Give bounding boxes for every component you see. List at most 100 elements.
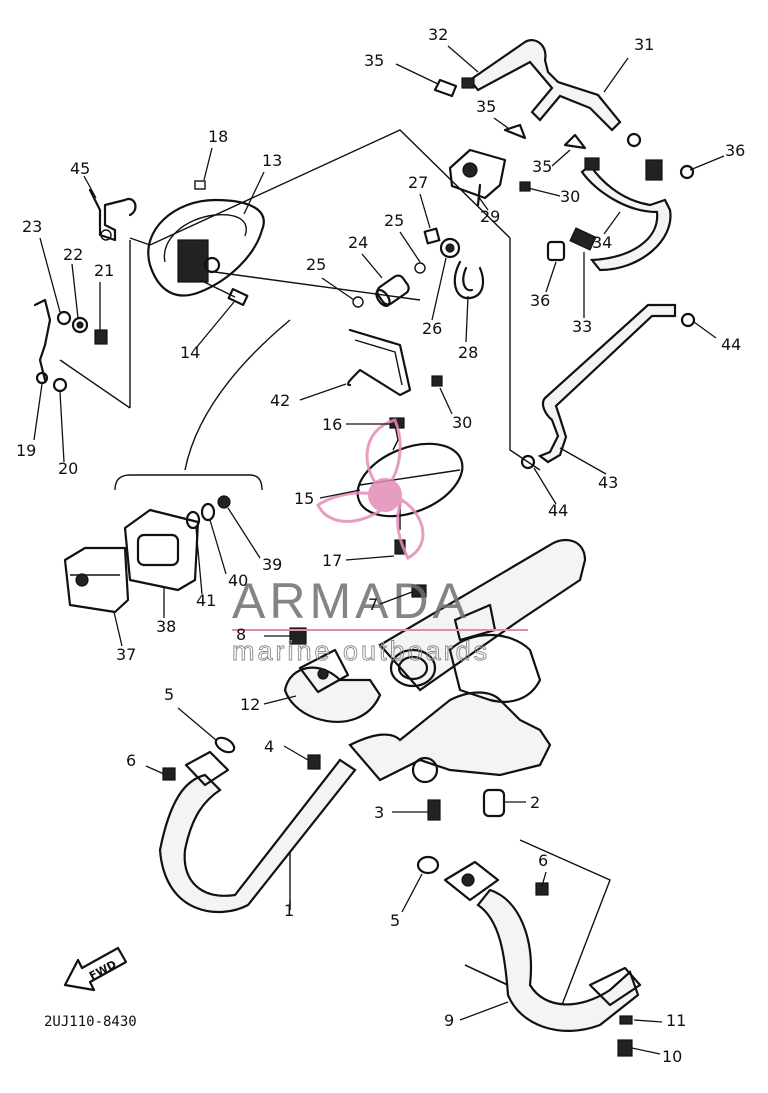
leader-line-c31 <box>603 57 629 93</box>
air-pipe-31 <box>433 39 642 150</box>
leader-line-c23 <box>39 237 61 313</box>
part-callout-c14: 14 <box>180 343 200 362</box>
small-fasteners-left <box>33 298 108 393</box>
leader-line-c4 <box>283 745 309 761</box>
part-callout-c21: 21 <box>94 261 114 280</box>
part-callout-c43: 43 <box>598 473 618 492</box>
armada-watermark: ARMADA marine outboards <box>232 418 528 666</box>
part-callout-c19: 19 <box>16 441 36 460</box>
leader-line-c19 <box>33 383 43 441</box>
leader-line-c20 <box>59 391 65 463</box>
parts-artwork: FWD <box>33 39 696 1057</box>
part-callout-c30a: 30 <box>560 187 580 206</box>
leader-line-c29 <box>477 195 489 211</box>
part-callout-c3: 3 <box>374 803 384 822</box>
part-callout-c24: 24 <box>348 233 368 252</box>
leader-line-c35a <box>395 63 439 85</box>
leader-line-c28 <box>465 295 469 343</box>
part-callout-c23: 23 <box>22 217 42 236</box>
part-callout-c20: 20 <box>58 459 78 478</box>
watermark-subtitle: marine outboards <box>232 636 490 666</box>
part-callout-c16: 16 <box>322 415 342 434</box>
leader-line-c44b <box>533 467 557 505</box>
part-callout-c31: 31 <box>634 35 654 54</box>
elbow-pipe-12 <box>283 648 382 723</box>
part-callout-c2: 2 <box>530 793 540 812</box>
leader-line-c43 <box>559 447 607 475</box>
part-callout-c39: 39 <box>262 555 282 574</box>
watermark-title: ARMADA <box>232 573 470 629</box>
part-callout-c9: 9 <box>444 1011 454 1030</box>
part-callout-c13: 13 <box>262 151 282 170</box>
propeller-logo-icon <box>316 418 425 561</box>
bracket-42 <box>346 328 443 397</box>
leader-line-c26 <box>431 257 447 321</box>
part-callout-c37: 37 <box>116 645 136 664</box>
part-callout-c32: 32 <box>428 25 448 44</box>
leader-line-c18 <box>203 147 213 181</box>
exhaust-pipe-9 <box>416 855 642 1057</box>
exhaust-pipe-1 <box>158 736 357 914</box>
leader-line-c6a <box>145 765 165 775</box>
part-callout-c8: 8 <box>236 625 246 644</box>
leader-line-c36a <box>689 155 725 171</box>
part-callout-c44a: 44 <box>721 335 741 354</box>
part-callout-c18: 18 <box>208 127 228 146</box>
leader-line-c45 <box>83 175 97 199</box>
silencer-box-37-38 <box>63 495 231 614</box>
leader-line-c30b <box>439 387 453 415</box>
part-callout-c28: 28 <box>458 343 478 362</box>
leader-line-c22 <box>71 263 79 319</box>
leader-line-c11 <box>633 1019 663 1023</box>
leader-line-c36b <box>545 261 557 293</box>
callout-leaders <box>33 45 725 1055</box>
part-callout-c15: 15 <box>294 489 314 508</box>
muffler-assembly <box>289 538 587 821</box>
reed-valve-29 <box>448 148 531 207</box>
leader-line-c5b <box>401 873 423 913</box>
leader-line-c5a <box>177 707 217 741</box>
part-callout-c11: 11 <box>666 1011 686 1030</box>
leader-line-c7 <box>379 591 413 605</box>
leader-line-c17 <box>345 555 395 561</box>
leader-line-c9 <box>459 1001 509 1021</box>
bracket-45 <box>88 188 137 242</box>
part-callout-c26: 26 <box>422 319 442 338</box>
leader-line-c41 <box>195 527 203 595</box>
bolt-14 <box>199 279 249 307</box>
leader-line-c15 <box>319 489 361 499</box>
leader-line-c44a <box>693 321 717 339</box>
leader-line-c13 <box>243 171 265 215</box>
leader-line-c40 <box>209 519 227 575</box>
part-callout-c41: 41 <box>196 591 216 610</box>
part-callout-c7: 7 <box>368 595 378 614</box>
fwd-arrow-icon: FWD <box>63 946 128 992</box>
part-callout-c5b: 5 <box>390 911 400 930</box>
air-pipe-34 <box>546 157 695 272</box>
leader-line-c32 <box>447 45 479 73</box>
air-pipe-43 <box>520 303 696 470</box>
part-callout-c4: 4 <box>264 737 274 756</box>
part-callout-c42: 42 <box>270 391 290 410</box>
leader-line-c14 <box>195 301 235 349</box>
part-callout-c10: 10 <box>662 1047 682 1066</box>
part-callout-c35c: 35 <box>532 157 552 176</box>
part-callout-c40: 40 <box>228 571 248 590</box>
air-filter-case-13 <box>147 180 265 297</box>
part-callout-c33: 33 <box>572 317 592 336</box>
part-callout-c45: 45 <box>70 159 90 178</box>
leader-line-c42 <box>299 383 347 401</box>
part-callout-c5a: 5 <box>164 685 174 704</box>
leader-line-c27 <box>419 193 431 229</box>
leader-line-c35b <box>493 117 509 129</box>
part-callout-c35b: 35 <box>476 97 496 116</box>
part-callout-c6a: 6 <box>126 751 136 770</box>
part-callout-c35a: 35 <box>364 51 384 70</box>
part-callout-c6b: 6 <box>538 851 548 870</box>
leader-line-c25a <box>399 231 421 263</box>
leader-line-c10 <box>631 1047 661 1055</box>
leader-line-c34 <box>603 211 621 235</box>
drawing-code: 2UJ110-8430 <box>44 1014 137 1030</box>
